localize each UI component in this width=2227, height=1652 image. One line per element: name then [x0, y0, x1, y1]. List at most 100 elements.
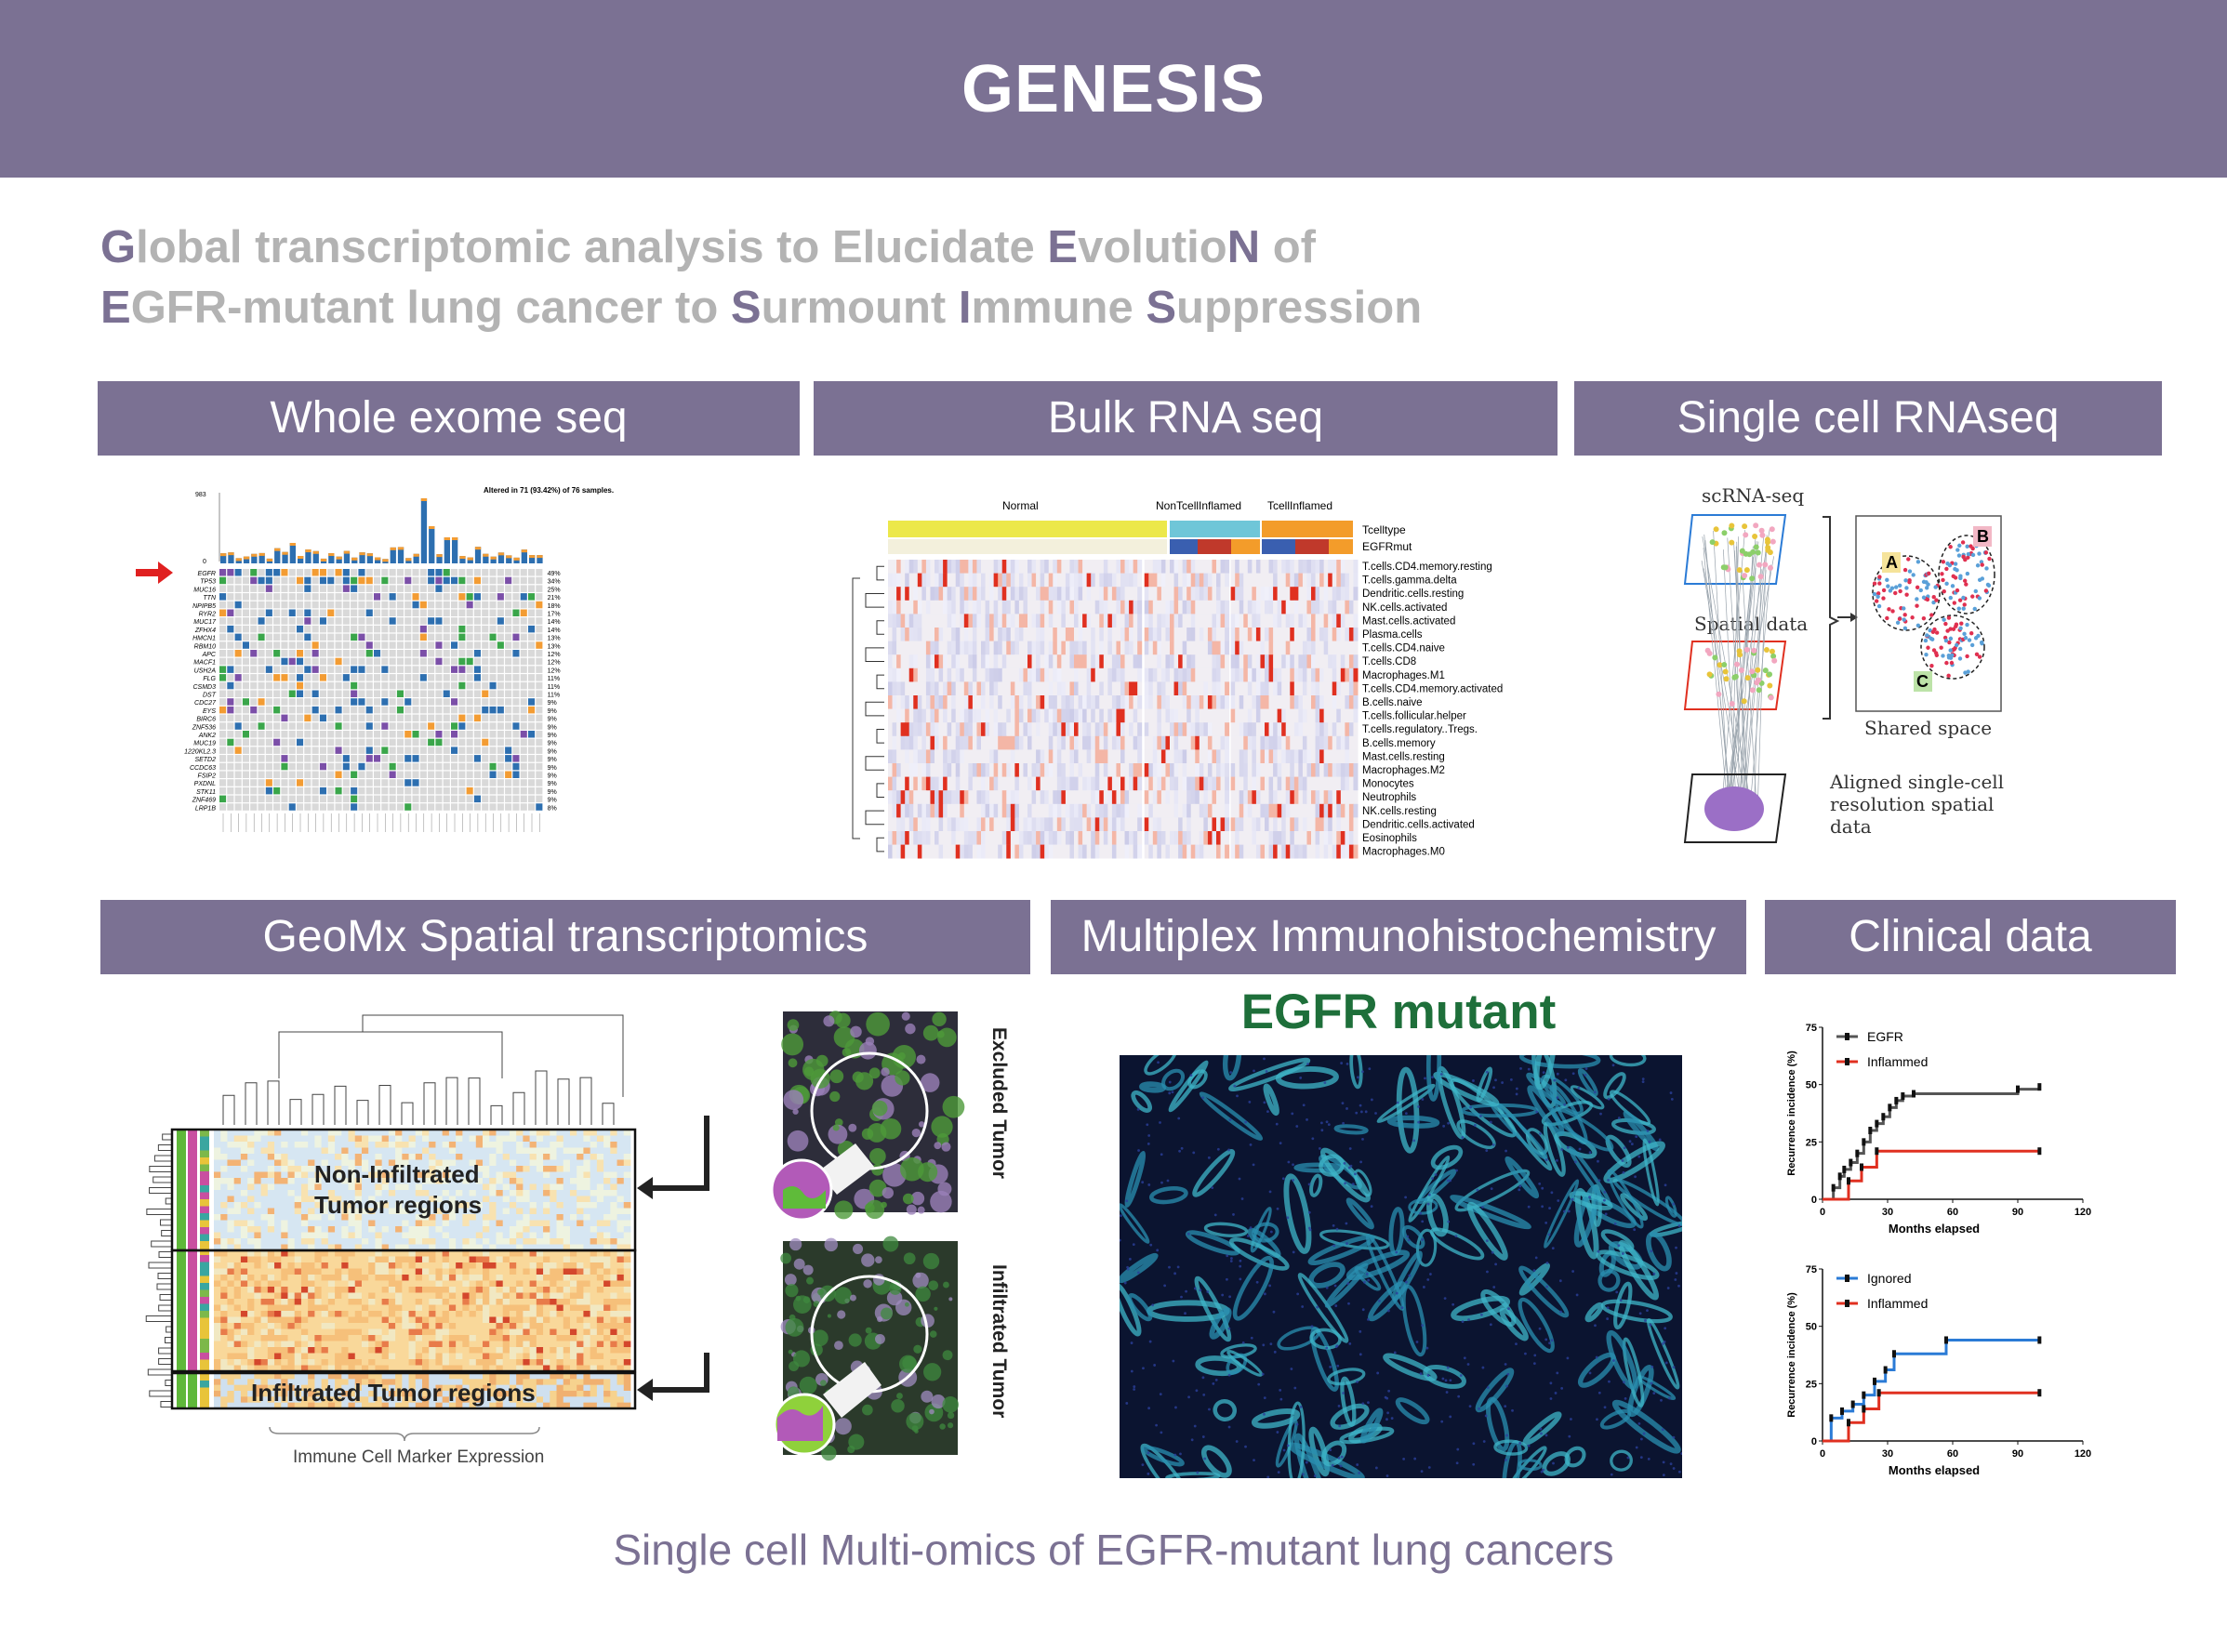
censor-mark [2037, 1336, 2042, 1344]
gene-label: RYR2 [199, 612, 217, 618]
geomx-xlabel: Immune Cell Marker Expression [293, 1447, 544, 1467]
censor-mark [1862, 1405, 1866, 1413]
gene-percent: 49% [548, 571, 561, 577]
region-label-2: Infiltrated Tumor regions [251, 1379, 536, 1407]
gene-percent: 9% [548, 757, 557, 763]
series-line-inflammed [1823, 1149, 2040, 1201]
mutation-count-bar [343, 550, 351, 563]
x-tick-label: 90 [2012, 1207, 2023, 1218]
cell-type-label: Macrophages.M2 [1362, 765, 1445, 776]
mutation-count-bar [521, 549, 527, 563]
cell-type-label: NK.cells.activated [1362, 602, 1447, 614]
censor-mark [1873, 1377, 1876, 1385]
excluded-tumor-image [770, 1011, 965, 1222]
gene-percent: 25% [548, 587, 561, 593]
mutation-count-bar [436, 554, 443, 563]
row-dendrogram-geomx [145, 1133, 172, 1408]
anno-label-egfrmut: EGFRmut [1362, 540, 1412, 553]
shared-space-label: Shared space [1864, 717, 1992, 739]
gene-label: ANK2 [198, 733, 216, 739]
gene-percent: 9% [548, 733, 557, 739]
censor-mark [1912, 1090, 1915, 1098]
cell-type-label: Macrophages.M0 [1362, 847, 1445, 858]
group-nontcell: NonTcellInflamed [1156, 499, 1241, 512]
subtitle-highlight: G [100, 222, 137, 272]
cell-type-label: Plasma.cells [1362, 629, 1423, 641]
mutation-count-bar [305, 549, 312, 563]
x-tick-label: 30 [1882, 1207, 1893, 1218]
series-line-ignored [1823, 1338, 2040, 1443]
censor-mark [1840, 1407, 1844, 1415]
gene-percent: 34% [548, 579, 561, 586]
oncoprint-panel: Altered in 71 (93.42%) of 76 samples. 98… [130, 483, 762, 851]
gene-percent: 12% [548, 660, 561, 667]
page-title: GENESIS [961, 52, 1266, 126]
gene-label: BIRC6 [196, 717, 216, 723]
x-tick-label: 0 [1820, 1207, 1825, 1218]
gene-percent: 9% [548, 708, 557, 715]
censor-mark [1881, 1113, 1886, 1121]
gene-percent: 9% [548, 773, 557, 780]
subtitle-text: of [1260, 222, 1316, 272]
cluster-label-c: C [1916, 672, 1929, 691]
section-bulk-rna: Bulk RNA seq [814, 381, 1558, 456]
gene-label: FLG [203, 676, 216, 682]
censor-mark [1875, 1119, 1879, 1128]
gene-label: EGFR [198, 571, 216, 577]
mutation-count-bar [258, 552, 265, 563]
mutation-count-bar [420, 498, 428, 563]
gene-percent: 9% [548, 717, 557, 723]
mutation-count-bar [483, 553, 489, 563]
gene-label: TP53 [200, 579, 216, 586]
y-tick-label: 25 [1806, 1137, 1817, 1148]
subtitle-highlight: N [1226, 222, 1261, 272]
section-single-cell: Single cell RNAseq [1574, 381, 2162, 456]
oncoprint-ymax: 983 [195, 492, 206, 498]
y-tick-label: 25 [1806, 1379, 1817, 1390]
mutation-count-bar [397, 547, 404, 563]
mutation-count-bar [506, 555, 512, 563]
mutation-count-bar [537, 555, 543, 563]
x-tick-label: 120 [2075, 1448, 2091, 1460]
gene-label: ZNF536 [192, 724, 216, 731]
single-cell-schematic: scRNA-seq Spatial data A B C Shared spac… [1683, 484, 2004, 843]
red-arrow-icon [136, 562, 173, 584]
cell-type-label: Mast.cells.activated [1362, 615, 1455, 627]
region-label-1a: Non-Infiltrated [314, 1160, 480, 1188]
gene-label: TTN [203, 595, 217, 601]
egfr-mutant-label: EGFR mutant [1240, 985, 1557, 1039]
gene-label: EYS [203, 708, 216, 715]
cell-type-label: B.cells.memory [1362, 738, 1436, 749]
gene-percent: 11% [548, 684, 561, 691]
anno-label-tcelltype: Tcelltype [1362, 523, 1406, 536]
gene-label: ZFHX4 [194, 628, 216, 634]
infiltrated-box [170, 1371, 637, 1410]
y-tick-label: 50 [1806, 1080, 1817, 1091]
x-tick-label: 90 [2012, 1448, 2023, 1460]
y-tick-label: 50 [1806, 1322, 1817, 1333]
censor-mark [2037, 1147, 2042, 1156]
gene-percent: 9% [548, 700, 557, 707]
shared-space-box [1855, 515, 2002, 712]
y-axis-label: Recurrence incidence (%) [1786, 1051, 1797, 1176]
subtitle-line-2: EGFR-mutant lung cancer to Surmount Immu… [100, 282, 1422, 334]
subtitle-text: lobal transcriptomic analysis to Elucida… [136, 222, 1048, 272]
infiltrated-tumor-image [773, 1236, 959, 1461]
censor-mark [1862, 1391, 1866, 1399]
gene-percent: 12% [548, 652, 561, 658]
mihc-micrograph [1120, 1055, 1682, 1478]
gene-label: CSMD3 [192, 684, 216, 691]
oncoprint-ymin: 0 [203, 559, 206, 565]
gene-label: APC [202, 652, 217, 658]
mutation-count-bar [459, 556, 466, 563]
gene-percent: 11% [548, 693, 561, 699]
censor-mark [1901, 1092, 1905, 1100]
mutation-count-bar [351, 557, 358, 563]
censor-mark [2016, 1085, 2020, 1093]
gene-label: MUC16 [193, 587, 216, 593]
series-line-egfr [1823, 1087, 2041, 1201]
cell-type-label: T.cells.follicular.helper [1362, 711, 1466, 722]
cluster-label-b: B [1977, 527, 1989, 546]
gene-label: PXDNL [194, 781, 216, 787]
